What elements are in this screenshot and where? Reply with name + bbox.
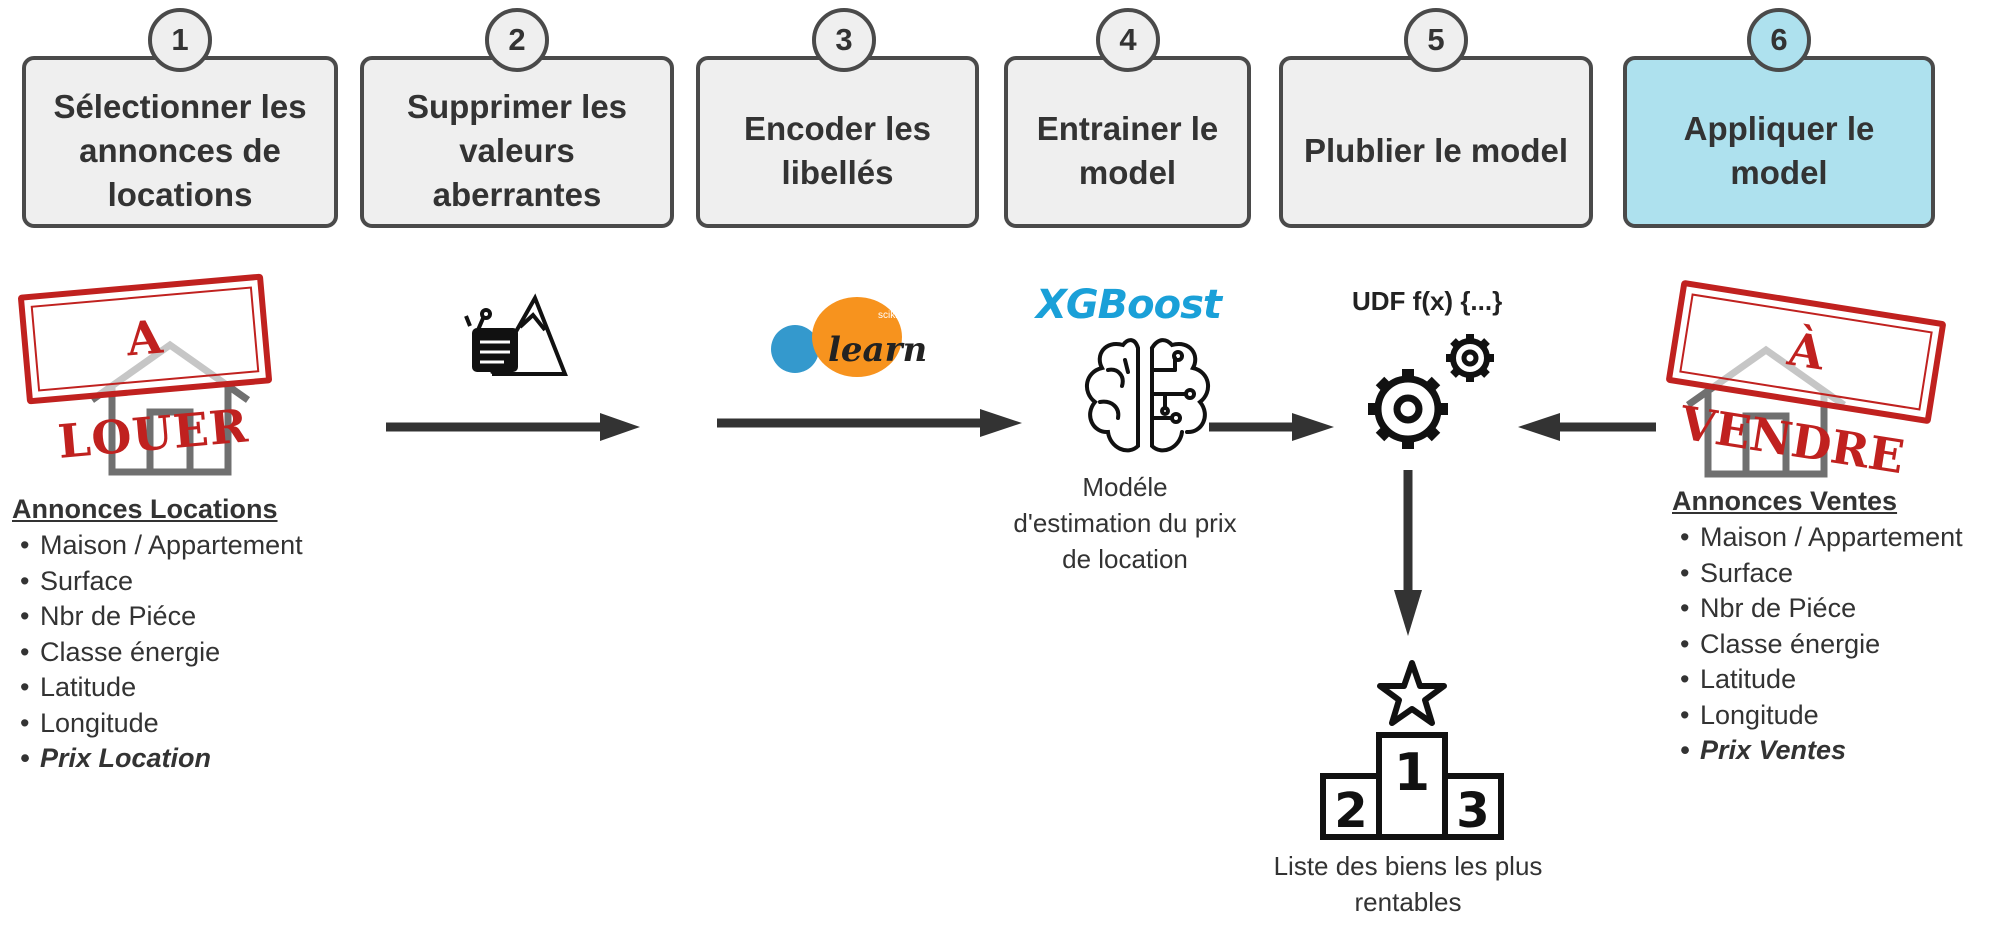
rental-target-item: Prix Location [12,741,303,777]
xgboost-logo: XGBoost [1036,282,1222,328]
step-1-number: 1 [148,8,212,72]
star-icon [1377,660,1447,726]
podium-2: 2 [1334,783,1367,839]
step-6-number: 6 [1747,8,1811,72]
list-item: Nbr de Piéce [12,599,303,635]
sales-target-item: Prix Ventes [1672,733,1963,769]
arrow-3 [1209,413,1334,441]
outlier-tool-icon [464,293,568,376]
step-2-number: 2 [485,8,549,72]
arrow-2 [717,409,1022,437]
podium-3: 3 [1456,783,1489,839]
step-2-label: Supprimer les valeurs aberrantes [406,88,628,213]
step-1-box: Sélectionner les annonces de locations [22,56,338,228]
result-caption: Liste des biens les plus rentables [1273,851,1543,917]
scikit-small-text: scikit [878,310,900,321]
step-5-number: 5 [1404,8,1468,72]
step-4-number: 4 [1096,8,1160,72]
udf-label: UDF f(x) {...} [1352,286,1503,316]
step-1-label: Sélectionner les annonces de locations [53,88,307,213]
scikit-learn-logo: scikit learn [771,297,927,377]
list-item: Latitude [1672,662,1963,698]
brain-icon [1085,338,1210,453]
podium-icon: 2 1 3 [1320,660,1504,840]
arrow-down [1394,470,1422,636]
a-louer-stamp: A LOUER [17,273,273,469]
podium-1: 1 [1394,743,1430,803]
scikit-learn-text: learn [828,330,927,370]
list-item: Longitude [12,706,303,742]
step-2-box: Supprimer les valeurs aberrantes [360,56,674,228]
step-4-label: Entrainer le model [1036,110,1219,191]
list-item: Nbr de Piéce [1672,591,1963,627]
arrow-1 [386,413,640,441]
list-item: Surface [12,564,303,600]
step-6-label: Appliquer le model [1683,110,1875,191]
step-5-label: Plublier le model [1303,132,1569,169]
sales-feature-list: Maison / Appartement Surface Nbr de Piéc… [1672,520,1963,769]
step-6-box: Appliquer le model [1623,56,1935,228]
list-item: Classe énergie [1672,627,1963,663]
list-item: Maison / Appartement [12,528,303,564]
list-item: Latitude [12,670,303,706]
step-4-box: Entrainer le model [1004,56,1251,228]
rental-feature-list: Maison / Appartement Surface Nbr de Piéc… [12,528,303,777]
list-item: Maison / Appartement [1672,520,1963,556]
step-3-box: Encoder les libellés [696,56,979,228]
list-item: Surface [1672,556,1963,592]
gears-icon [1368,334,1494,449]
model-caption: Modéle d'estimation du prix de location [1013,472,1237,574]
arrow-4 [1518,413,1656,441]
sales-list-title: Annonces Ventes [1672,486,1898,516]
list-item: Longitude [1672,698,1963,734]
rental-list-title: Annonces Locations [12,494,278,524]
list-item: Classe énergie [12,635,303,671]
step-3-number: 3 [812,8,876,72]
step-3-label: Encoder les libellés [743,110,932,191]
